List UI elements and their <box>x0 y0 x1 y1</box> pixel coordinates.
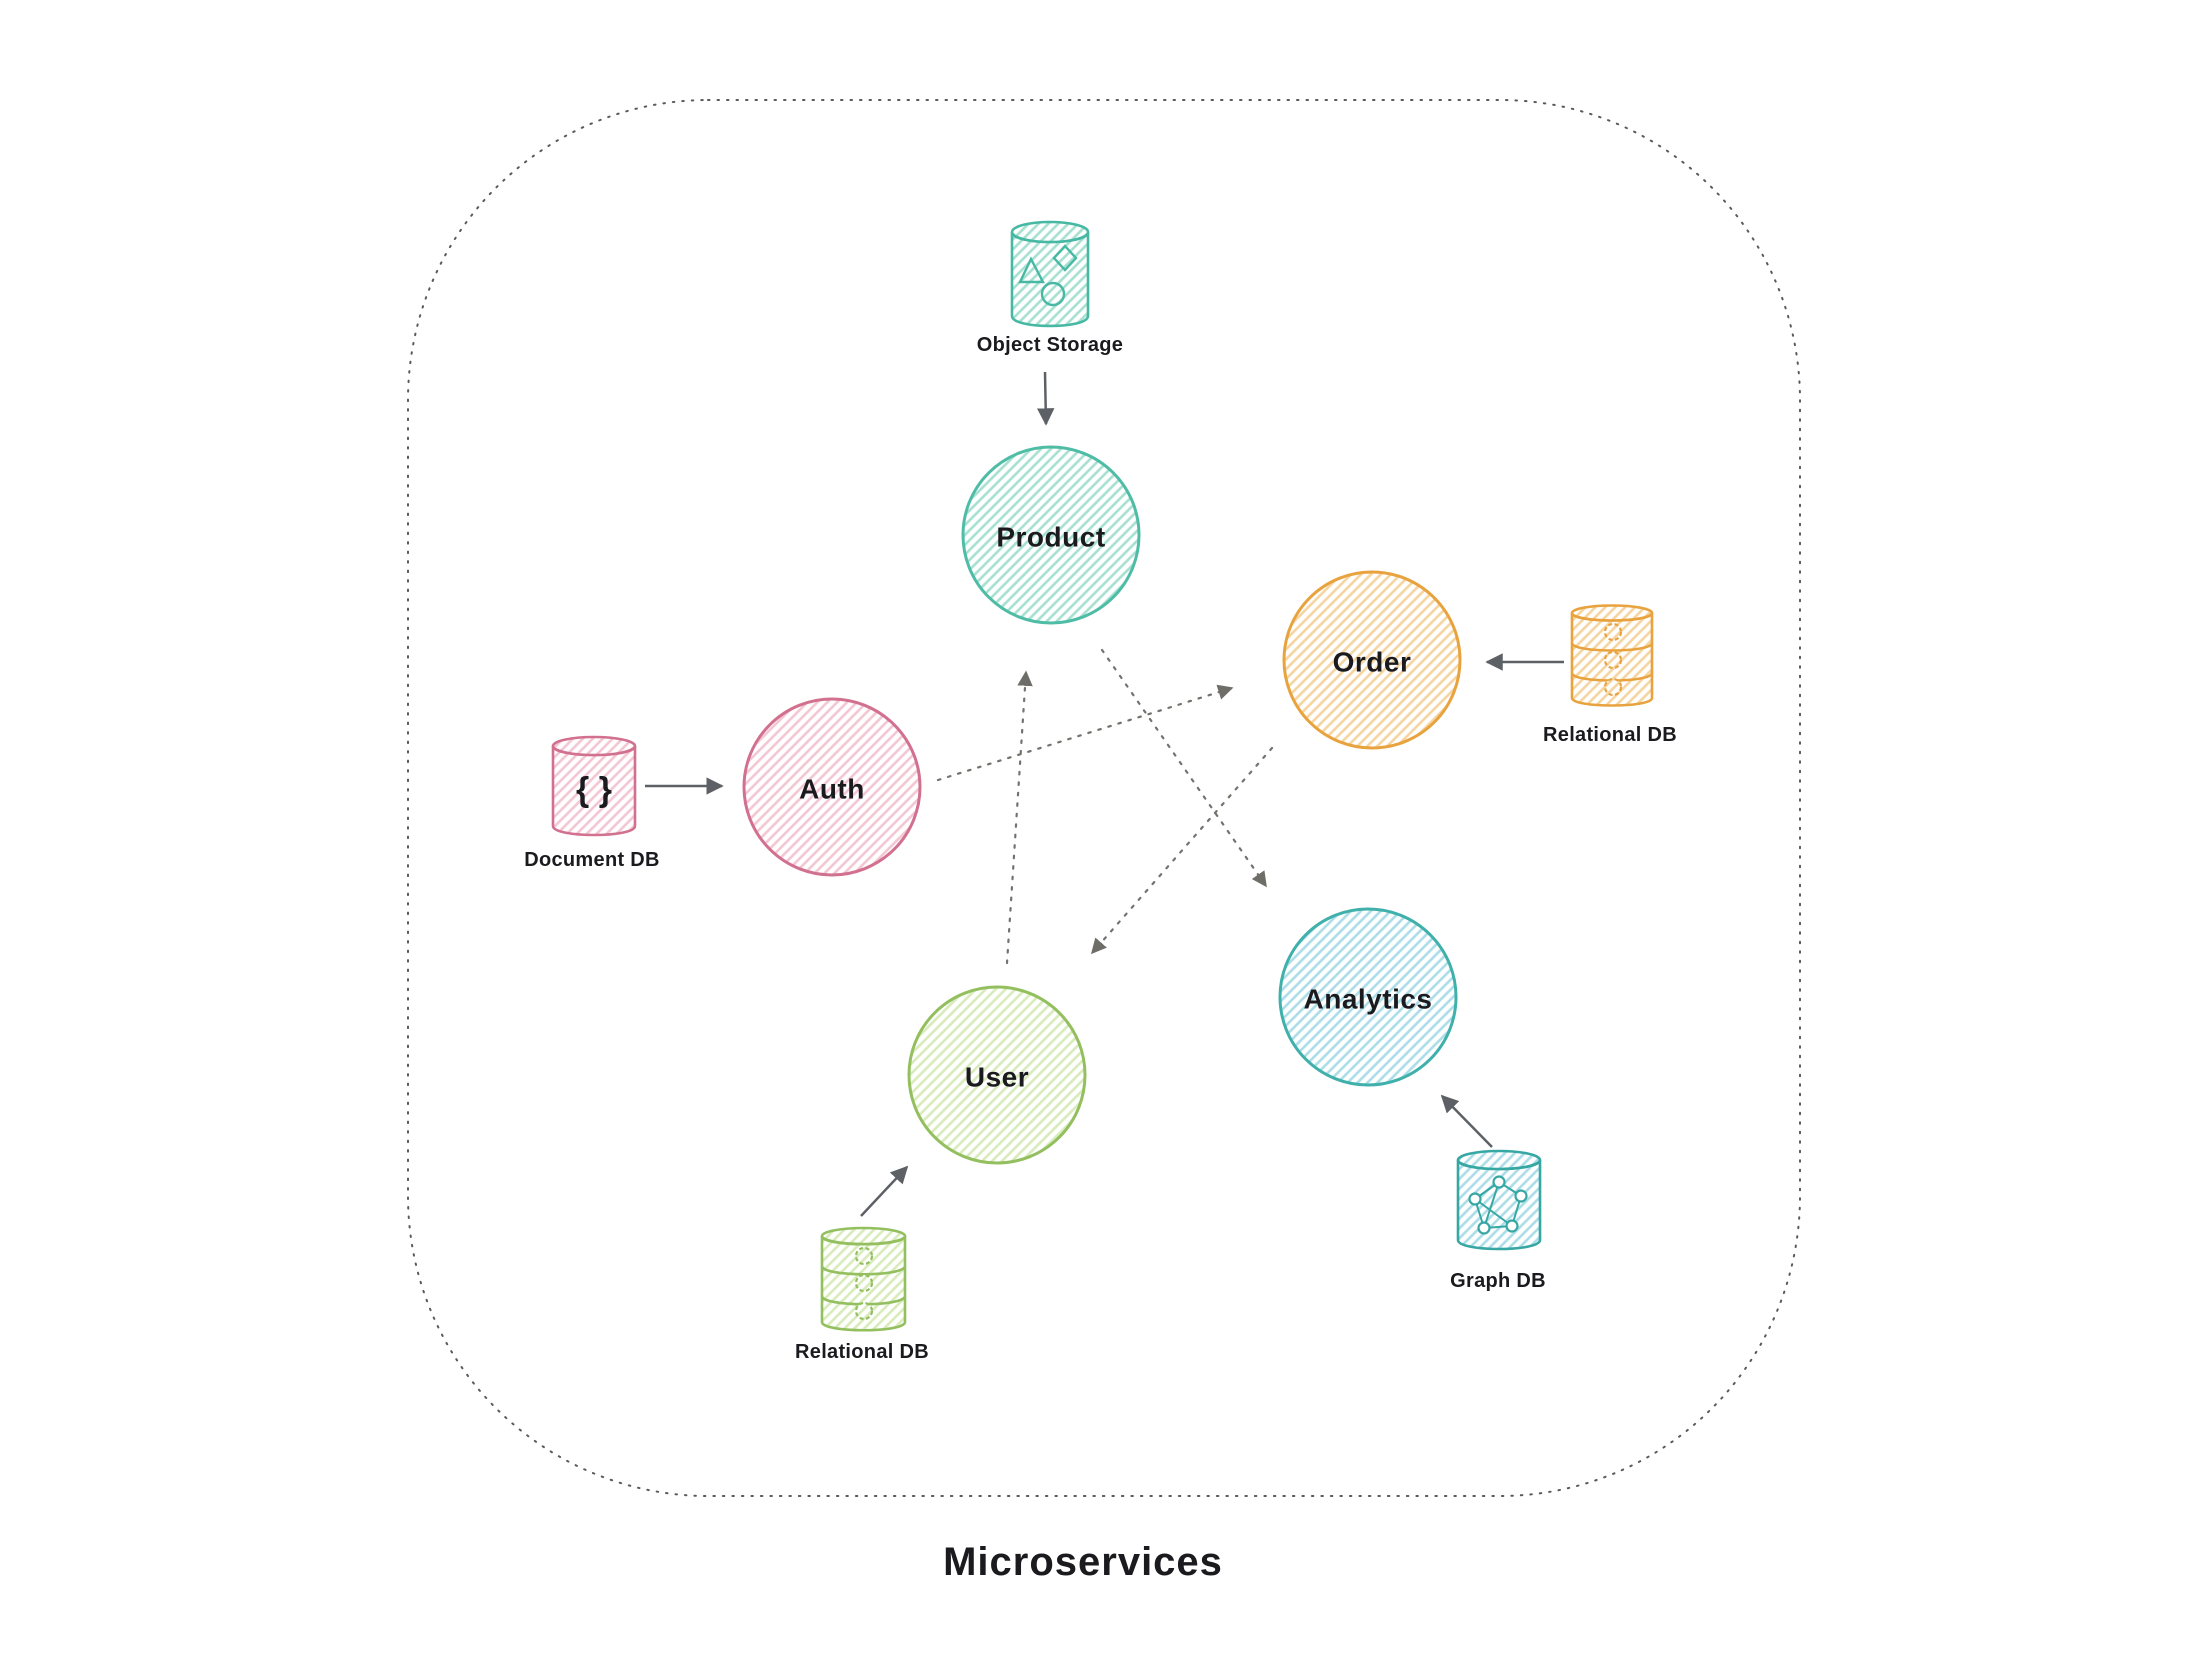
datastore-object-storage: Object Storage <box>977 220 1123 356</box>
order-label: Order <box>1333 647 1412 678</box>
network-graph-icon <box>1474 1181 1522 1229</box>
user-circle <box>907 985 1087 1165</box>
relational-db-order-top <box>1570 604 1654 622</box>
graph-node <box>1492 1175 1506 1189</box>
arrow-graph-db-to-analytics <box>1440 1094 1493 1148</box>
analytics-circle <box>1278 907 1458 1087</box>
service-product: Product <box>961 445 1141 625</box>
gear-icon <box>854 1273 874 1293</box>
product-label: Product <box>996 522 1105 553</box>
analytics-label: Analytics <box>1304 984 1433 1015</box>
arrow-object-storage-to-product <box>1036 371 1055 426</box>
object-storage-label: Object Storage <box>977 334 1123 356</box>
graph-db-body <box>1456 1159 1542 1251</box>
auth-label: Auth <box>799 774 865 805</box>
triangle-icon <box>1018 256 1045 284</box>
object-storage-top <box>1010 220 1090 244</box>
gear-icon <box>854 1301 874 1321</box>
braces-icon: { } <box>576 771 612 809</box>
graph-db-top <box>1456 1149 1542 1171</box>
service-order: Order <box>1282 570 1462 750</box>
graph-node <box>1477 1221 1491 1235</box>
arrow-product-to-analytics <box>1100 648 1268 888</box>
relational-db-user-top <box>820 1226 907 1246</box>
auth-circle <box>742 697 922 877</box>
datastore-relational-db-user: Relational DB <box>795 1226 929 1363</box>
gear-icon <box>1603 650 1623 670</box>
diagram-title: Microservices <box>943 1540 1223 1584</box>
relational-db-user-label: Relational DB <box>795 1341 929 1363</box>
circle-icon <box>1040 281 1066 307</box>
relational-db-order-label: Relational DB <box>1543 724 1677 746</box>
user-label: User <box>965 1062 1029 1093</box>
service-analytics: Analytics <box>1278 907 1458 1087</box>
arrow-auth-to-order <box>936 684 1234 782</box>
graph-node <box>1505 1219 1519 1233</box>
service-auth: Auth <box>742 697 922 877</box>
band-divider <box>1570 641 1654 652</box>
arrows <box>645 371 1564 1217</box>
product-circle <box>961 445 1141 625</box>
datastore-relational-db-order: Relational DB <box>1543 604 1677 746</box>
document-db-top <box>551 735 637 757</box>
diagram-frame <box>407 99 1801 1497</box>
arrow-user-to-product <box>1005 670 1033 965</box>
datastore-document-db: { } Document DB <box>524 735 660 871</box>
graph-db-label: Graph DB <box>1450 1270 1546 1292</box>
diamond-icon <box>1052 244 1078 272</box>
gear-icon <box>1603 677 1623 697</box>
object-storage-body <box>1010 231 1090 328</box>
service-user: User <box>907 985 1087 1165</box>
gear-icon <box>854 1246 874 1266</box>
graph-node <box>1514 1189 1528 1203</box>
arrow-order-to-user <box>1090 746 1274 955</box>
document-db-label: Document DB <box>524 849 660 871</box>
datastore-graph-db: Graph DB <box>1450 1149 1546 1292</box>
order-circle <box>1282 570 1462 750</box>
gear-icon <box>1603 622 1623 642</box>
band-divider <box>820 1265 907 1276</box>
graph-node <box>1468 1192 1482 1206</box>
arrow-relational-db-to-user <box>860 1165 909 1217</box>
